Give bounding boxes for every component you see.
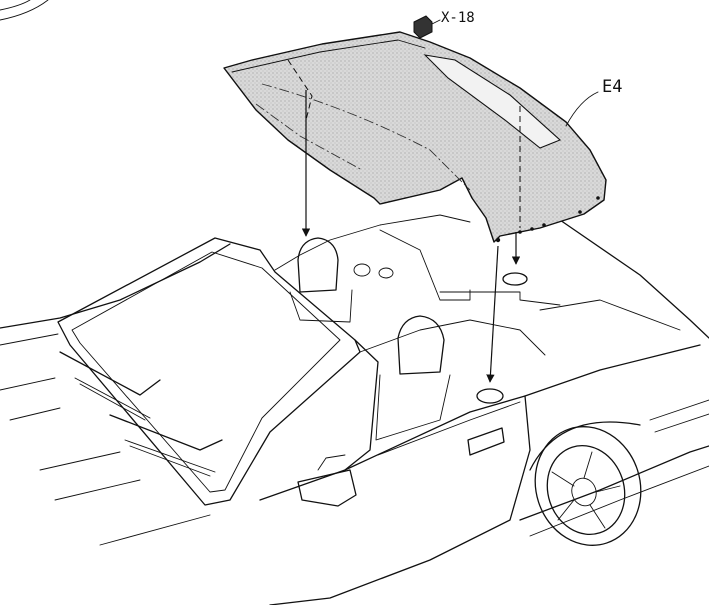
rear-bumper-lines — [649, 399, 709, 433]
rear-tire — [534, 426, 642, 546]
callout-e4-group: E4 — [565, 77, 622, 127]
console — [379, 229, 471, 301]
side-mirror — [297, 469, 357, 507]
frame-corner-line-2 — [0, 0, 31, 11]
fastener-icon — [413, 15, 433, 39]
rocker-line — [519, 445, 709, 521]
roof-front-crease — [255, 103, 363, 171]
wheel-spokes — [551, 451, 621, 529]
rear-mount-point-left — [476, 388, 504, 404]
callout-x18: X-18 — [441, 10, 475, 26]
guide-front-hidden — [287, 59, 313, 121]
rear-deck-edge — [559, 219, 709, 339]
rear-shelf — [439, 291, 561, 306]
cowl-vents — [74, 377, 216, 477]
hood-panel-line-4 — [54, 479, 141, 501]
door-outline — [259, 395, 531, 605]
cockpit-rear-rim — [359, 319, 546, 356]
car-body — [0, 214, 709, 605]
hood-outer-edge — [0, 243, 231, 329]
driver-seat — [375, 374, 451, 441]
cockpit-rim — [274, 214, 471, 271]
seatbelt-anchor-left — [353, 263, 371, 277]
fastener-x18[interactable]: X-18 — [413, 10, 475, 39]
hardtop-rear-window — [423, 54, 562, 149]
fender-line — [99, 514, 211, 546]
callout-e4-leader — [565, 91, 599, 127]
door-top-trim — [377, 401, 521, 456]
mirror-stem — [317, 454, 346, 471]
body-side-molding — [529, 465, 709, 537]
passenger-headrest — [297, 237, 339, 293]
rear-quarter-top — [524, 344, 701, 397]
windshield-frame — [57, 237, 361, 506]
wheel-arch — [529, 421, 641, 471]
hood-panel-line — [0, 377, 56, 391]
hood-panel-line-2 — [9, 407, 61, 421]
frame-corner-line — [0, 0, 49, 21]
driver-headrest — [397, 315, 445, 375]
rear-rim — [546, 444, 626, 536]
trunk-line — [539, 299, 681, 331]
hardtop-front-edge — [231, 39, 426, 73]
hood-crease — [0, 333, 59, 346]
wiper-left — [59, 351, 161, 396]
windshield-glass — [71, 251, 341, 493]
hood-panel-line-3 — [39, 451, 121, 471]
door-handle[interactable] — [467, 427, 505, 456]
hardtop-fastener-holes — [495, 196, 600, 243]
guide-arrow-rear-left — [486, 245, 499, 383]
rear-mount-point-right — [502, 272, 528, 286]
wiper-right — [109, 414, 223, 451]
a-pillar — [344, 339, 379, 471]
fastener-leader — [431, 19, 441, 25]
wheel-hub — [571, 477, 597, 507]
seatbelt-anchor-right — [378, 267, 394, 279]
roof-centerline — [261, 83, 471, 191]
hardtop — [223, 31, 607, 243]
hardtop-shell[interactable] — [223, 31, 607, 243]
callout-e4: E4 — [602, 77, 622, 97]
installation-guides — [287, 59, 521, 383]
passenger-seat — [289, 289, 353, 323]
